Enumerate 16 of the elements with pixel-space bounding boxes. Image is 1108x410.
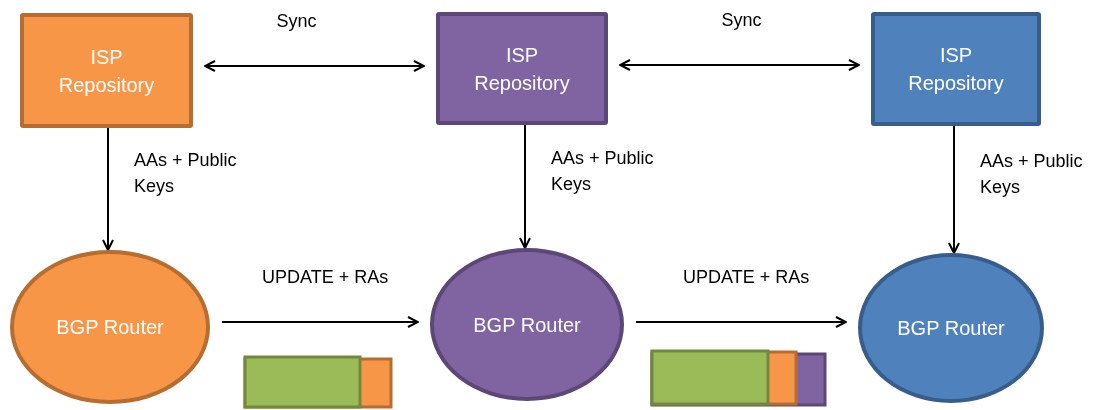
arrow (619, 59, 860, 71)
arrow (519, 124, 531, 249)
arrow (102, 127, 114, 251)
arrow (948, 125, 960, 254)
arrow (635, 316, 847, 328)
repository-box (871, 12, 1041, 126)
repository-box (20, 13, 193, 128)
node-label: BGP Router (896, 316, 1006, 341)
repository-box (436, 12, 608, 125)
node-label: ISP Repository (907, 43, 1005, 96)
arrow (221, 316, 419, 328)
node-label: BGP Router (55, 315, 165, 340)
node-label: BGP Router (472, 312, 582, 338)
node-label: ISP Repository (473, 42, 571, 96)
node-label: ISP Repository (57, 44, 156, 98)
arrow (204, 60, 425, 72)
